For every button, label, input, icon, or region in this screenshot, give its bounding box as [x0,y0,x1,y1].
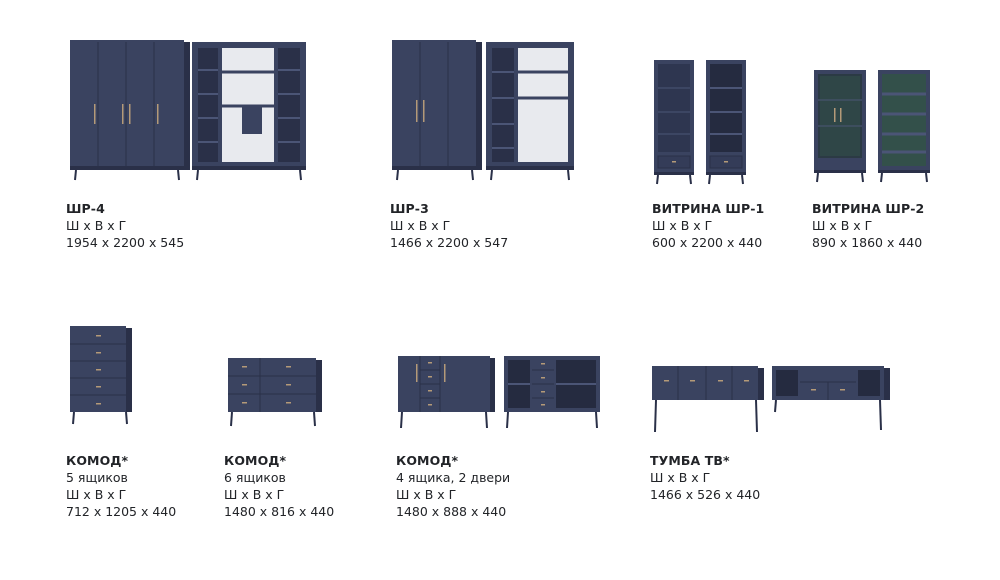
product-name: КОМОД* [66,453,129,468]
tv-stand-image [652,366,890,433]
chest-6-drawers-image [228,358,322,427]
product-dims-value: 1480 х 816 х 440 [224,504,335,519]
product-name: КОМОД* [396,453,459,468]
product-desc: 4 ящика, 2 двери [396,470,511,485]
wardrobe-shr4-image [70,40,306,181]
product-name: ВИТРИНА ШР-2 [812,201,925,216]
display-cabinet-shr2-image [814,70,930,183]
product-dims-label: Ш х В х Г [812,218,873,233]
product-dims-value: 890 х 1860 х 440 [812,235,923,250]
product-dims-value: 712 х 1205 х 440 [66,504,177,519]
chest-4-drawers-2-doors-image [398,356,600,429]
product-desc: 6 ящиков [224,470,286,485]
product-dims-value: 1480 х 888 х 440 [396,504,507,519]
product-dims-label: Ш х В х Г [66,487,127,502]
product-name: ШР-4 [66,201,105,216]
product-desc: 5 ящиков [66,470,128,485]
product-name: ШР-3 [390,201,429,216]
product-dims-label: Ш х В х Г [650,470,711,485]
product-dims-value: 1466 х 526 х 440 [650,487,761,502]
product-name: ТУМБА ТВ* [650,453,730,468]
chest-5-drawers-image [70,326,132,425]
product-dims-value: 600 х 2200 х 440 [652,235,763,250]
product-dims-value: 1954 х 2200 х 545 [66,235,185,250]
product-dims-label: Ш х В х Г [652,218,713,233]
display-cabinet-shr1-image [654,60,746,185]
product-name: КОМОД* [224,453,287,468]
product-dims-value: 1466 х 2200 х 547 [390,235,509,250]
product-dims-label: Ш х В х Г [396,487,457,502]
product-dims-label: Ш х В х Г [66,218,127,233]
product-dims-label: Ш х В х Г [224,487,285,502]
product-dims-label: Ш х В х Г [390,218,451,233]
wardrobe-shr3-image [392,40,574,181]
product-name: ВИТРИНА ШР-1 [652,201,765,216]
